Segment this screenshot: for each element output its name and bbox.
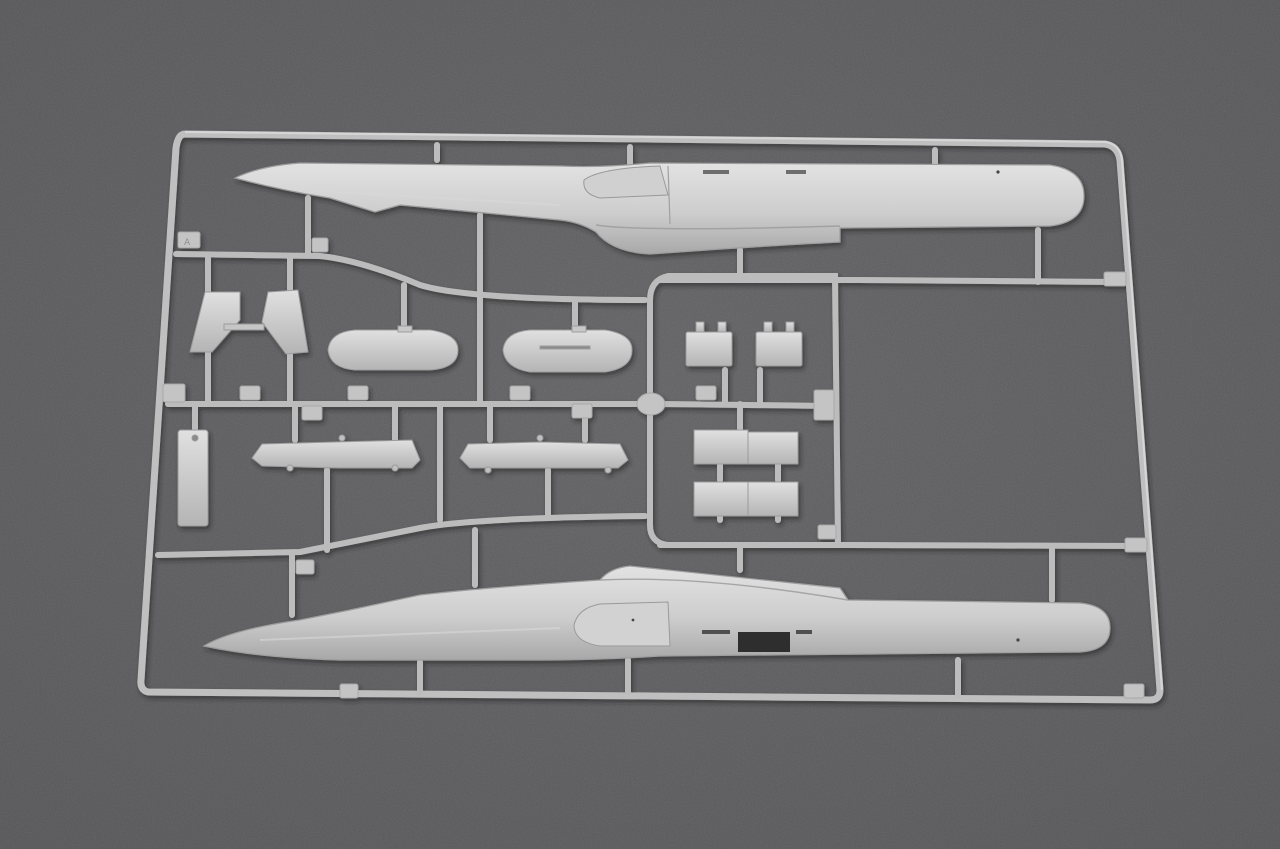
sprue-letter-label: A (184, 238, 191, 248)
fuselage-half-lower (202, 565, 1111, 661)
small-vertical-part (177, 429, 209, 527)
sprue-assembly: A (137, 130, 1164, 704)
sprue-tabs (162, 231, 1148, 699)
flat-strip-parts (251, 434, 629, 474)
box-parts (685, 321, 803, 517)
fuselage-half-upper (233, 162, 1085, 255)
sprue-frame (137, 130, 1164, 704)
pylon-parts-left (189, 289, 309, 355)
fuel-pods (327, 325, 633, 373)
sprue-frame-highlight (184, 131, 1163, 691)
